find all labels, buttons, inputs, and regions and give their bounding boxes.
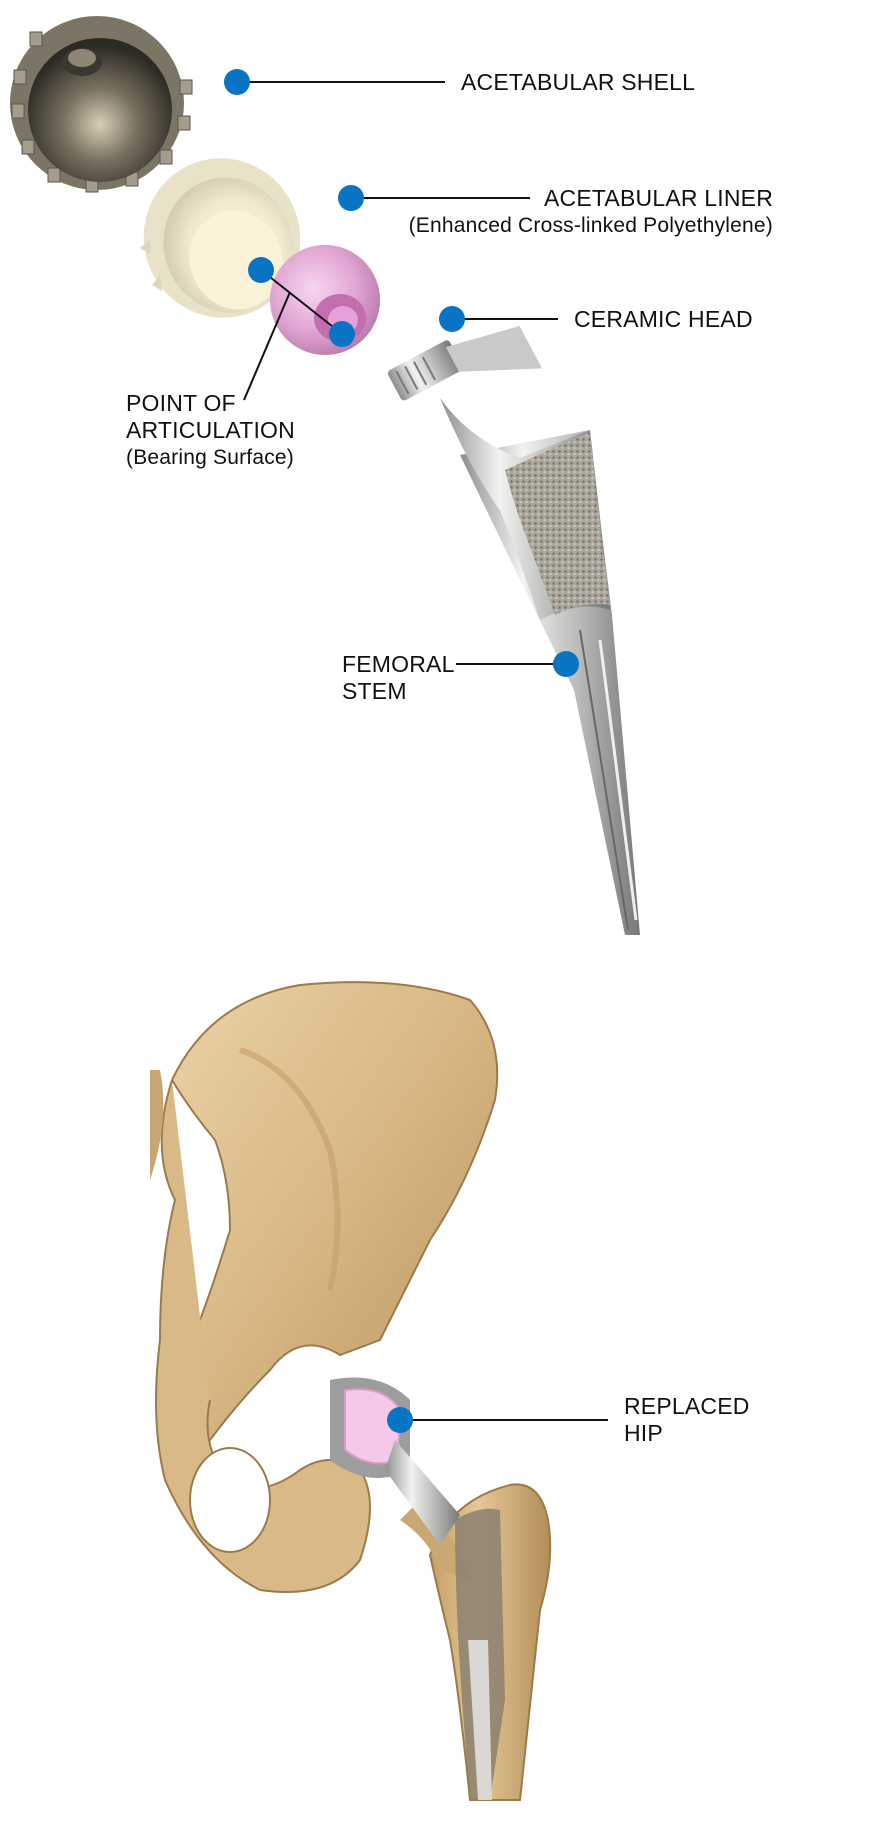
articulation-line-1: POINT OF <box>126 390 295 417</box>
label-acetabular-shell: ACETABULAR SHELL <box>461 69 695 96</box>
marker-articulation-head <box>329 321 355 347</box>
ceramic-head-text: CERAMIC HEAD <box>574 306 753 333</box>
label-acetabular-liner: ACETABULAR LINER (Enhanced Cross-linked … <box>409 185 773 239</box>
articulation-line-2: ARTICULATION <box>126 417 295 444</box>
femoral-line-2: STEM <box>342 678 455 705</box>
articulation-note: (Bearing Surface) <box>126 444 295 471</box>
acetabular-liner-text: ACETABULAR LINER <box>409 185 773 212</box>
femoral-line-1: FEMORAL <box>342 651 455 678</box>
label-ceramic-head: CERAMIC HEAD <box>574 306 753 333</box>
marker-femoral-stem <box>553 651 579 677</box>
marker-articulation-liner <box>248 257 274 283</box>
acetabular-shell-text: ACETABULAR SHELL <box>461 69 695 96</box>
acetabular-liner-note: (Enhanced Cross-linked Polyethylene) <box>409 212 773 239</box>
marker-ceramic-head <box>439 306 465 332</box>
label-replaced-hip: REPLACED HIP <box>624 1393 750 1447</box>
label-point-of-articulation: POINT OF ARTICULATION (Bearing Surface) <box>126 390 295 471</box>
replaced-line-1: REPLACED <box>624 1393 750 1420</box>
label-femoral-stem: FEMORAL STEM <box>342 651 455 705</box>
femoral-stem-image <box>387 307 640 935</box>
acetabular-shell-image <box>10 16 192 192</box>
marker-replaced-hip <box>387 1407 413 1433</box>
replaced-line-2: HIP <box>624 1420 750 1447</box>
implanted-prosthesis-illustration <box>330 1378 505 1801</box>
marker-acetabular-liner <box>338 185 364 211</box>
marker-acetabular-shell <box>224 69 250 95</box>
